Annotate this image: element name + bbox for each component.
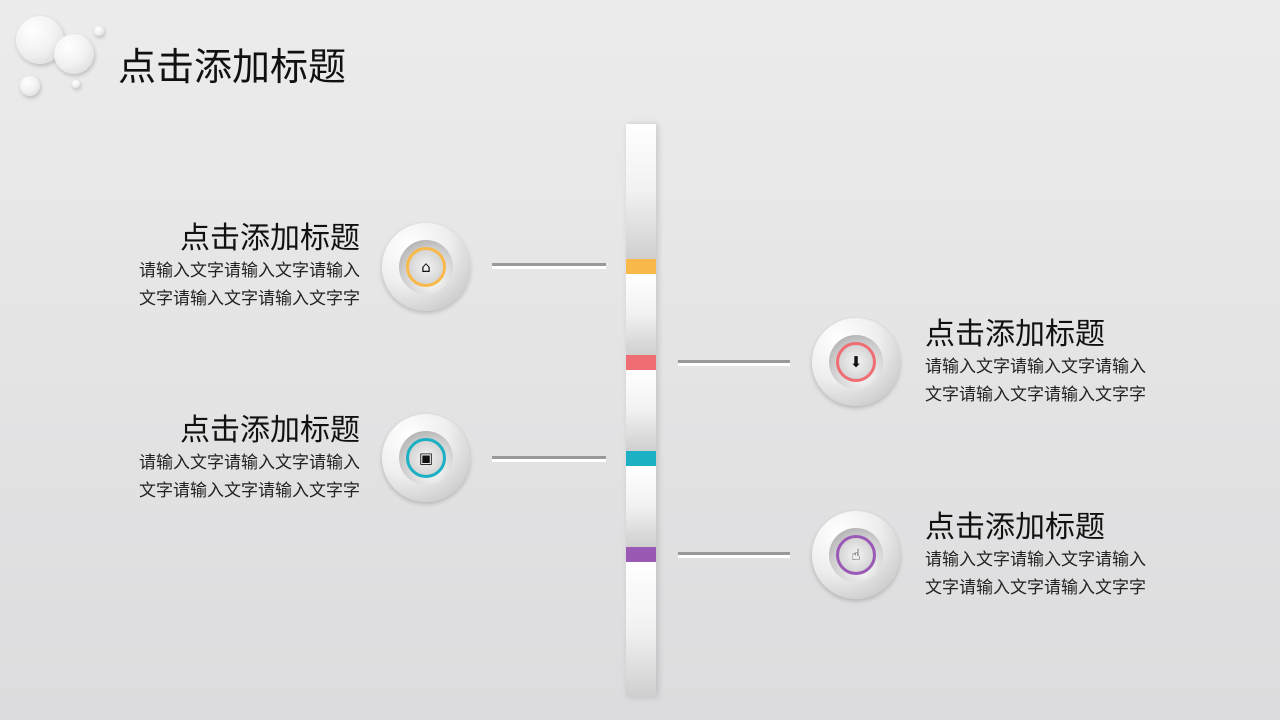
- icon-circle: ⌂: [382, 223, 470, 311]
- item-body-line[interactable]: 文字请输入文字请输入文字字: [925, 385, 1146, 405]
- item-body-line[interactable]: 请输入文字请输入文字请输入: [925, 357, 1146, 377]
- band-teal: [626, 451, 656, 466]
- inbox-download-icon: ⬇: [836, 342, 876, 382]
- item-text: 点击添加标题 请输入文字请输入文字请输入 文字请输入文字请输入文字字: [925, 317, 1185, 409]
- connector-line: [492, 263, 606, 269]
- item-body-line[interactable]: 请输入文字请输入文字请输入: [925, 550, 1146, 570]
- band-red: [626, 355, 656, 370]
- item-body-line[interactable]: 文字请输入文字请输入文字字: [139, 289, 360, 309]
- item-body-line[interactable]: 请输入文字请输入文字请输入: [139, 453, 360, 473]
- icon-circle: ☝: [812, 511, 900, 599]
- item-body-line[interactable]: 文字请输入文字请输入文字字: [139, 481, 360, 501]
- item-title[interactable]: 点击添加标题: [180, 221, 360, 256]
- item-title[interactable]: 点击添加标题: [925, 510, 1105, 545]
- timeline-pillar: [626, 124, 656, 697]
- item-title[interactable]: 点击添加标题: [925, 317, 1105, 352]
- icon-circle: ⬇: [812, 318, 900, 406]
- briefcase-icon: ▣: [406, 438, 446, 478]
- hand-pointer-icon: ☝: [836, 535, 876, 575]
- band-yellow: [626, 259, 656, 274]
- item-text: 点击添加标题 请输入文字请输入文字请输入 文字请输入文字请输入文字字: [925, 510, 1185, 602]
- item-body-line[interactable]: 请输入文字请输入文字请输入: [139, 261, 360, 281]
- icon-circle: ▣: [382, 414, 470, 502]
- connector-line: [678, 360, 790, 366]
- item-text: 点击添加标题 请输入文字请输入文字请输入 文字请输入文字请输入文字字: [100, 413, 360, 505]
- item-text: 点击添加标题 请输入文字请输入文字请输入 文字请输入文字请输入文字字: [100, 221, 360, 313]
- connector-line: [492, 456, 606, 462]
- band-purple: [626, 547, 656, 562]
- connector-line: [678, 552, 790, 558]
- item-title[interactable]: 点击添加标题: [180, 413, 360, 448]
- page-title[interactable]: 点击添加标题: [118, 45, 347, 89]
- item-body-line[interactable]: 文字请输入文字请输入文字字: [925, 578, 1146, 598]
- folder-share-icon: ⌂: [406, 247, 446, 287]
